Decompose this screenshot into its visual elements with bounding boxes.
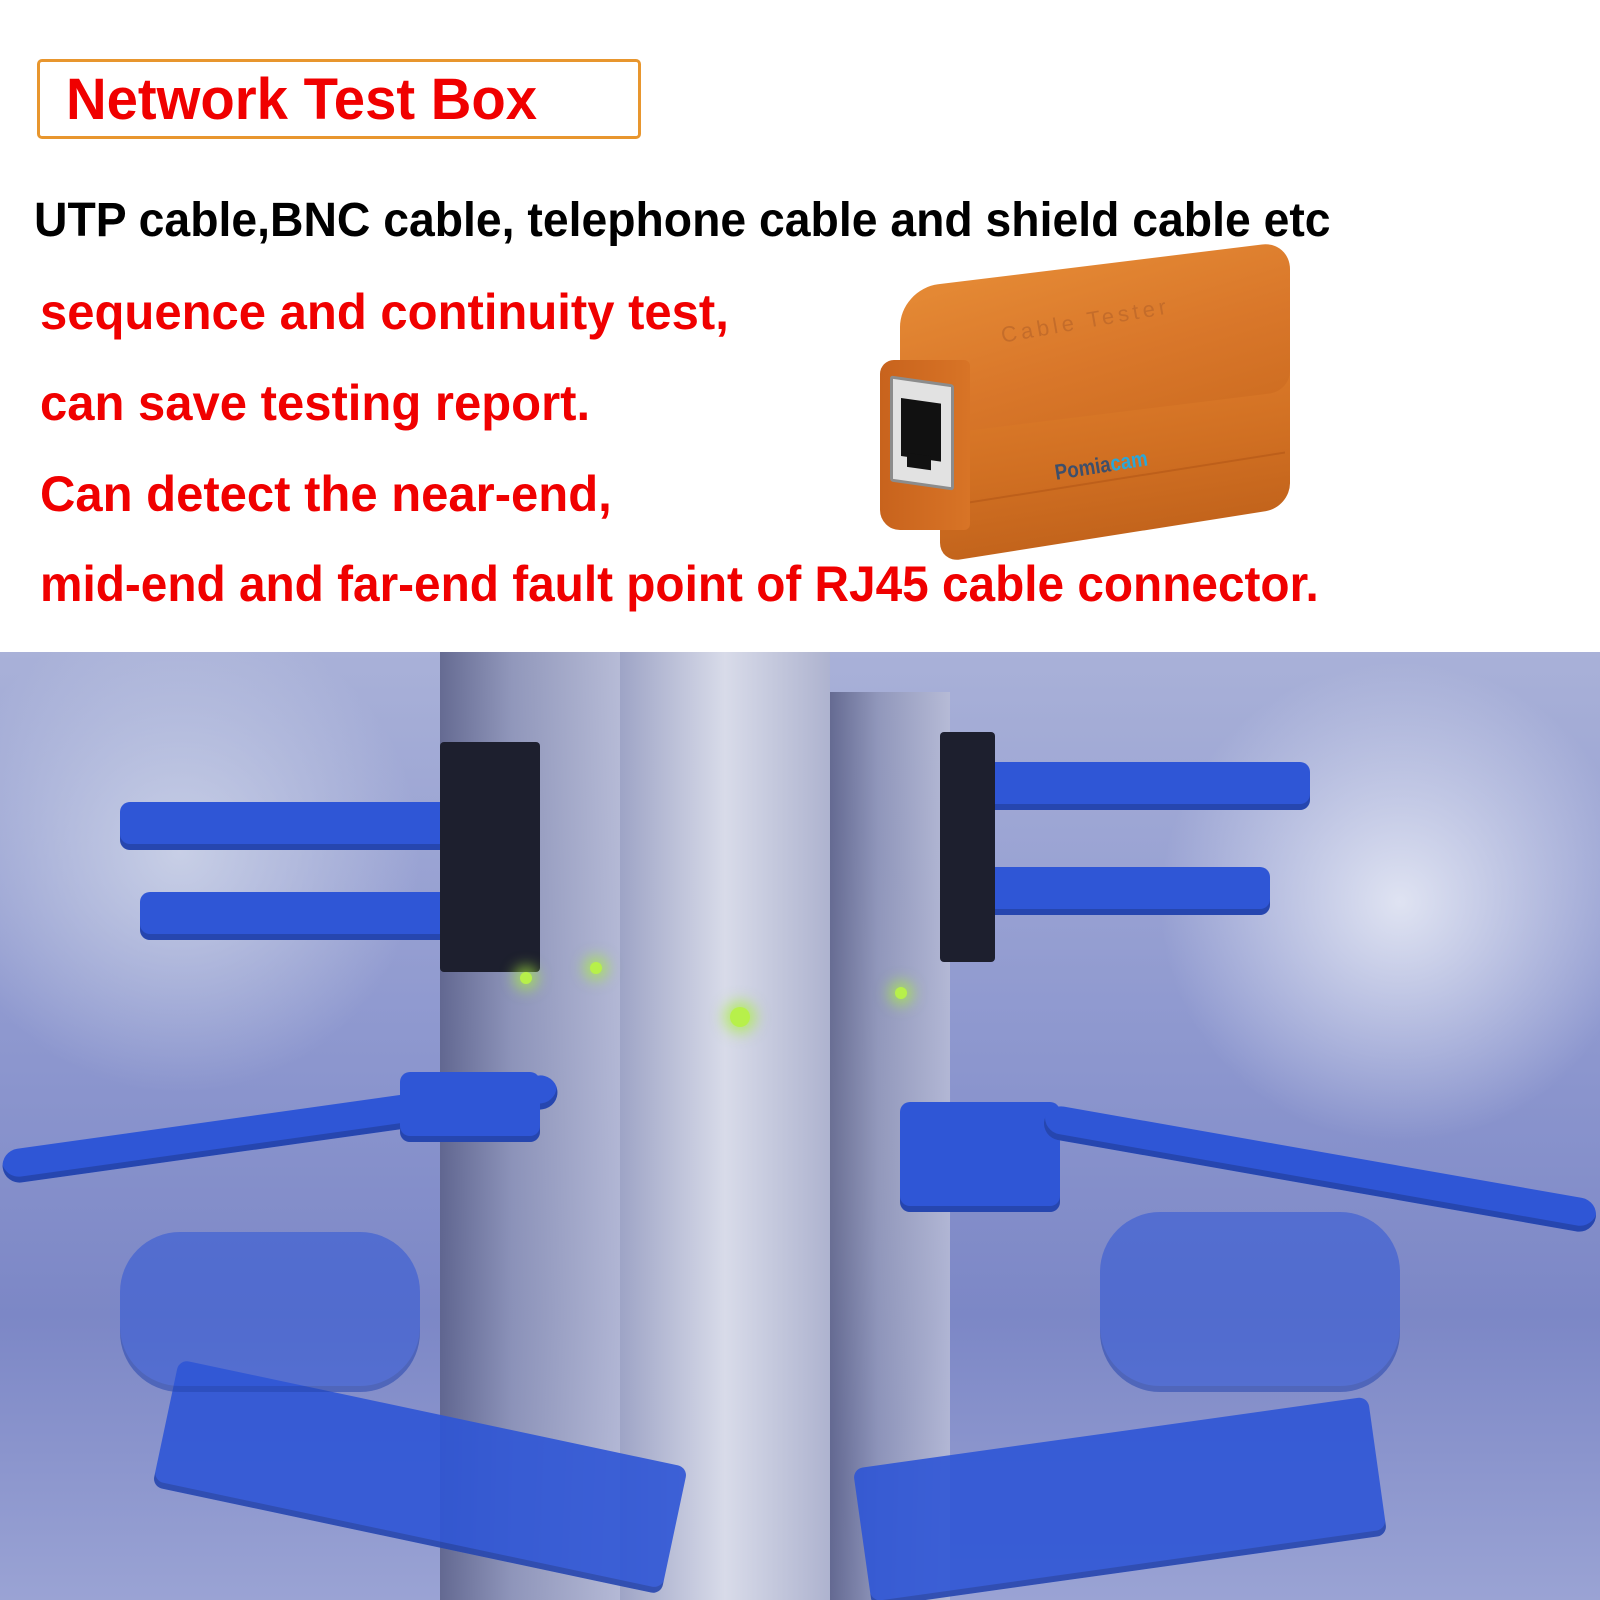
feature-line-1: sequence and continuity test, [40, 284, 729, 340]
fiber-connector [980, 867, 1270, 915]
status-led [895, 987, 907, 999]
blurred-cable [120, 1232, 420, 1392]
fiber-connector [980, 762, 1310, 810]
adapter-block [940, 732, 995, 962]
feature-line-4: mid-end and far-end fault point of RJ45 … [40, 556, 1319, 612]
port-latch [907, 452, 931, 471]
cable-types-text: UTP cable,BNC cable, telephone cable and… [34, 194, 1331, 247]
brand-text-part2: cam [1108, 445, 1150, 477]
status-led [730, 1007, 750, 1027]
product-image-cable-tester: Cable Tester Pomiacam [880, 241, 1300, 563]
title-box: Network Test Box [37, 59, 641, 139]
blurred-cable [1100, 1212, 1400, 1392]
rack-panel-center [620, 652, 830, 1600]
adapter-block [440, 742, 540, 972]
rj45-plug [400, 1072, 540, 1142]
status-led [520, 972, 532, 984]
rj45-plug [900, 1102, 1060, 1212]
network-rack-photo [0, 652, 1600, 1600]
fiber-connector [120, 802, 450, 850]
feature-line-2: can save testing report. [40, 375, 591, 431]
feature-line-3: Can detect the near-end, [40, 466, 612, 522]
page-title: Network Test Box [66, 67, 538, 132]
rj45-port-icon [890, 375, 954, 491]
fiber-connector [140, 892, 450, 940]
status-led [590, 962, 602, 974]
